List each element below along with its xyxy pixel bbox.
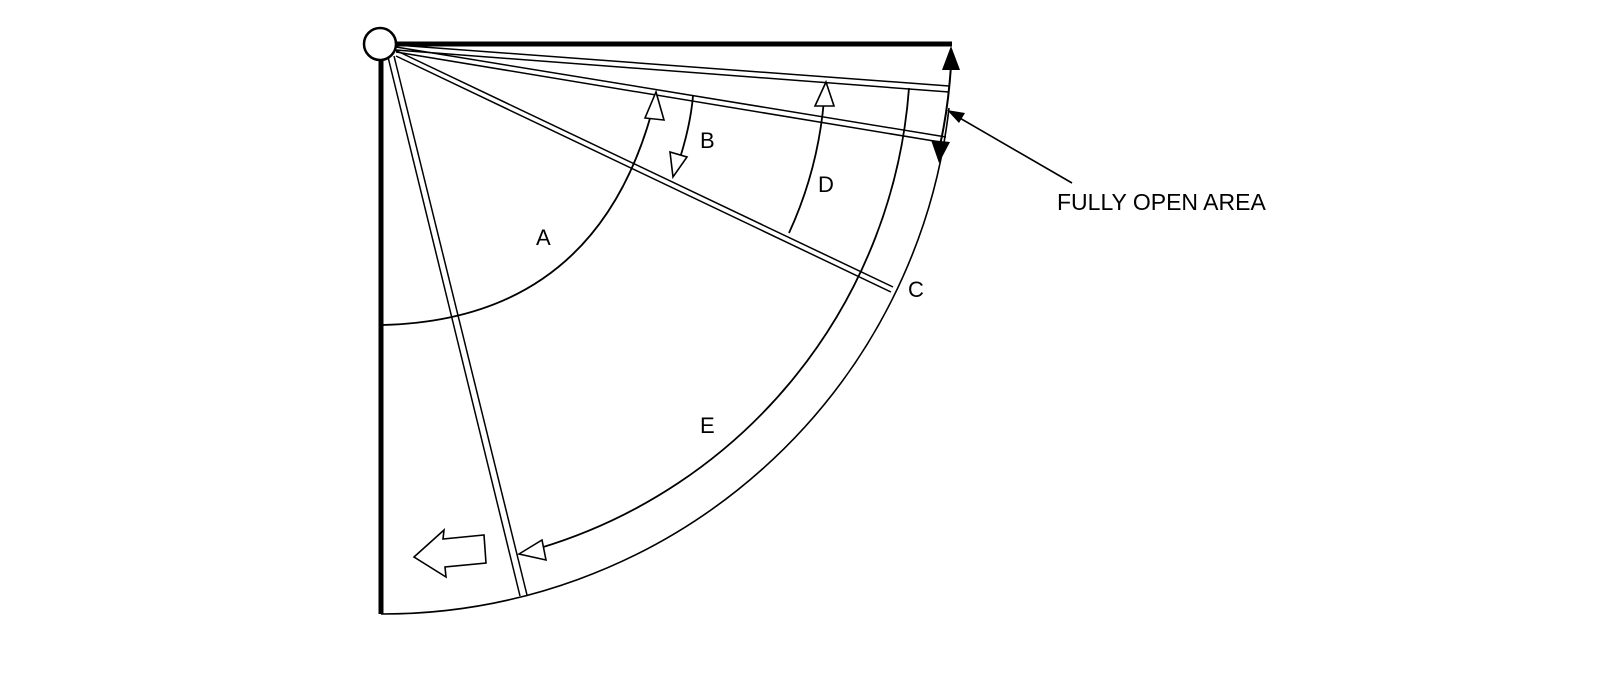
arc-b-arrowhead bbox=[669, 150, 689, 180]
door-line-closed bbox=[387, 55, 528, 597]
arc-a-arrowhead bbox=[643, 89, 666, 121]
fully-open-double-arrow-shaft bbox=[939, 65, 952, 146]
label-e: E bbox=[700, 413, 715, 438]
label-fully-open-area: FULLY OPEN AREA bbox=[1057, 189, 1266, 215]
hinge-circle bbox=[362, 26, 398, 62]
door-line-fully-open-lower bbox=[395, 46, 947, 144]
arc-e bbox=[539, 87, 910, 549]
label-b: B bbox=[700, 128, 715, 153]
direction-arrow-left bbox=[412, 527, 487, 579]
label-c: C bbox=[908, 277, 924, 302]
door-line-fully-open-upper bbox=[395, 44, 950, 93]
arc-e-arrowhead bbox=[516, 538, 548, 562]
arc-d-arrowhead bbox=[813, 79, 836, 107]
door-line-c bbox=[394, 49, 894, 293]
label-a: A bbox=[536, 225, 551, 250]
fully-open-arrowhead-down bbox=[931, 140, 950, 163]
arc-d bbox=[788, 99, 825, 234]
label-d: D bbox=[818, 172, 834, 197]
fully-open-leader-line bbox=[957, 116, 1073, 184]
fully-open-arrowhead-up bbox=[942, 46, 960, 70]
fully-open-leader-arrowhead bbox=[947, 110, 965, 123]
arc-a bbox=[381, 99, 656, 326]
outer-swing-arc bbox=[380, 107, 950, 615]
